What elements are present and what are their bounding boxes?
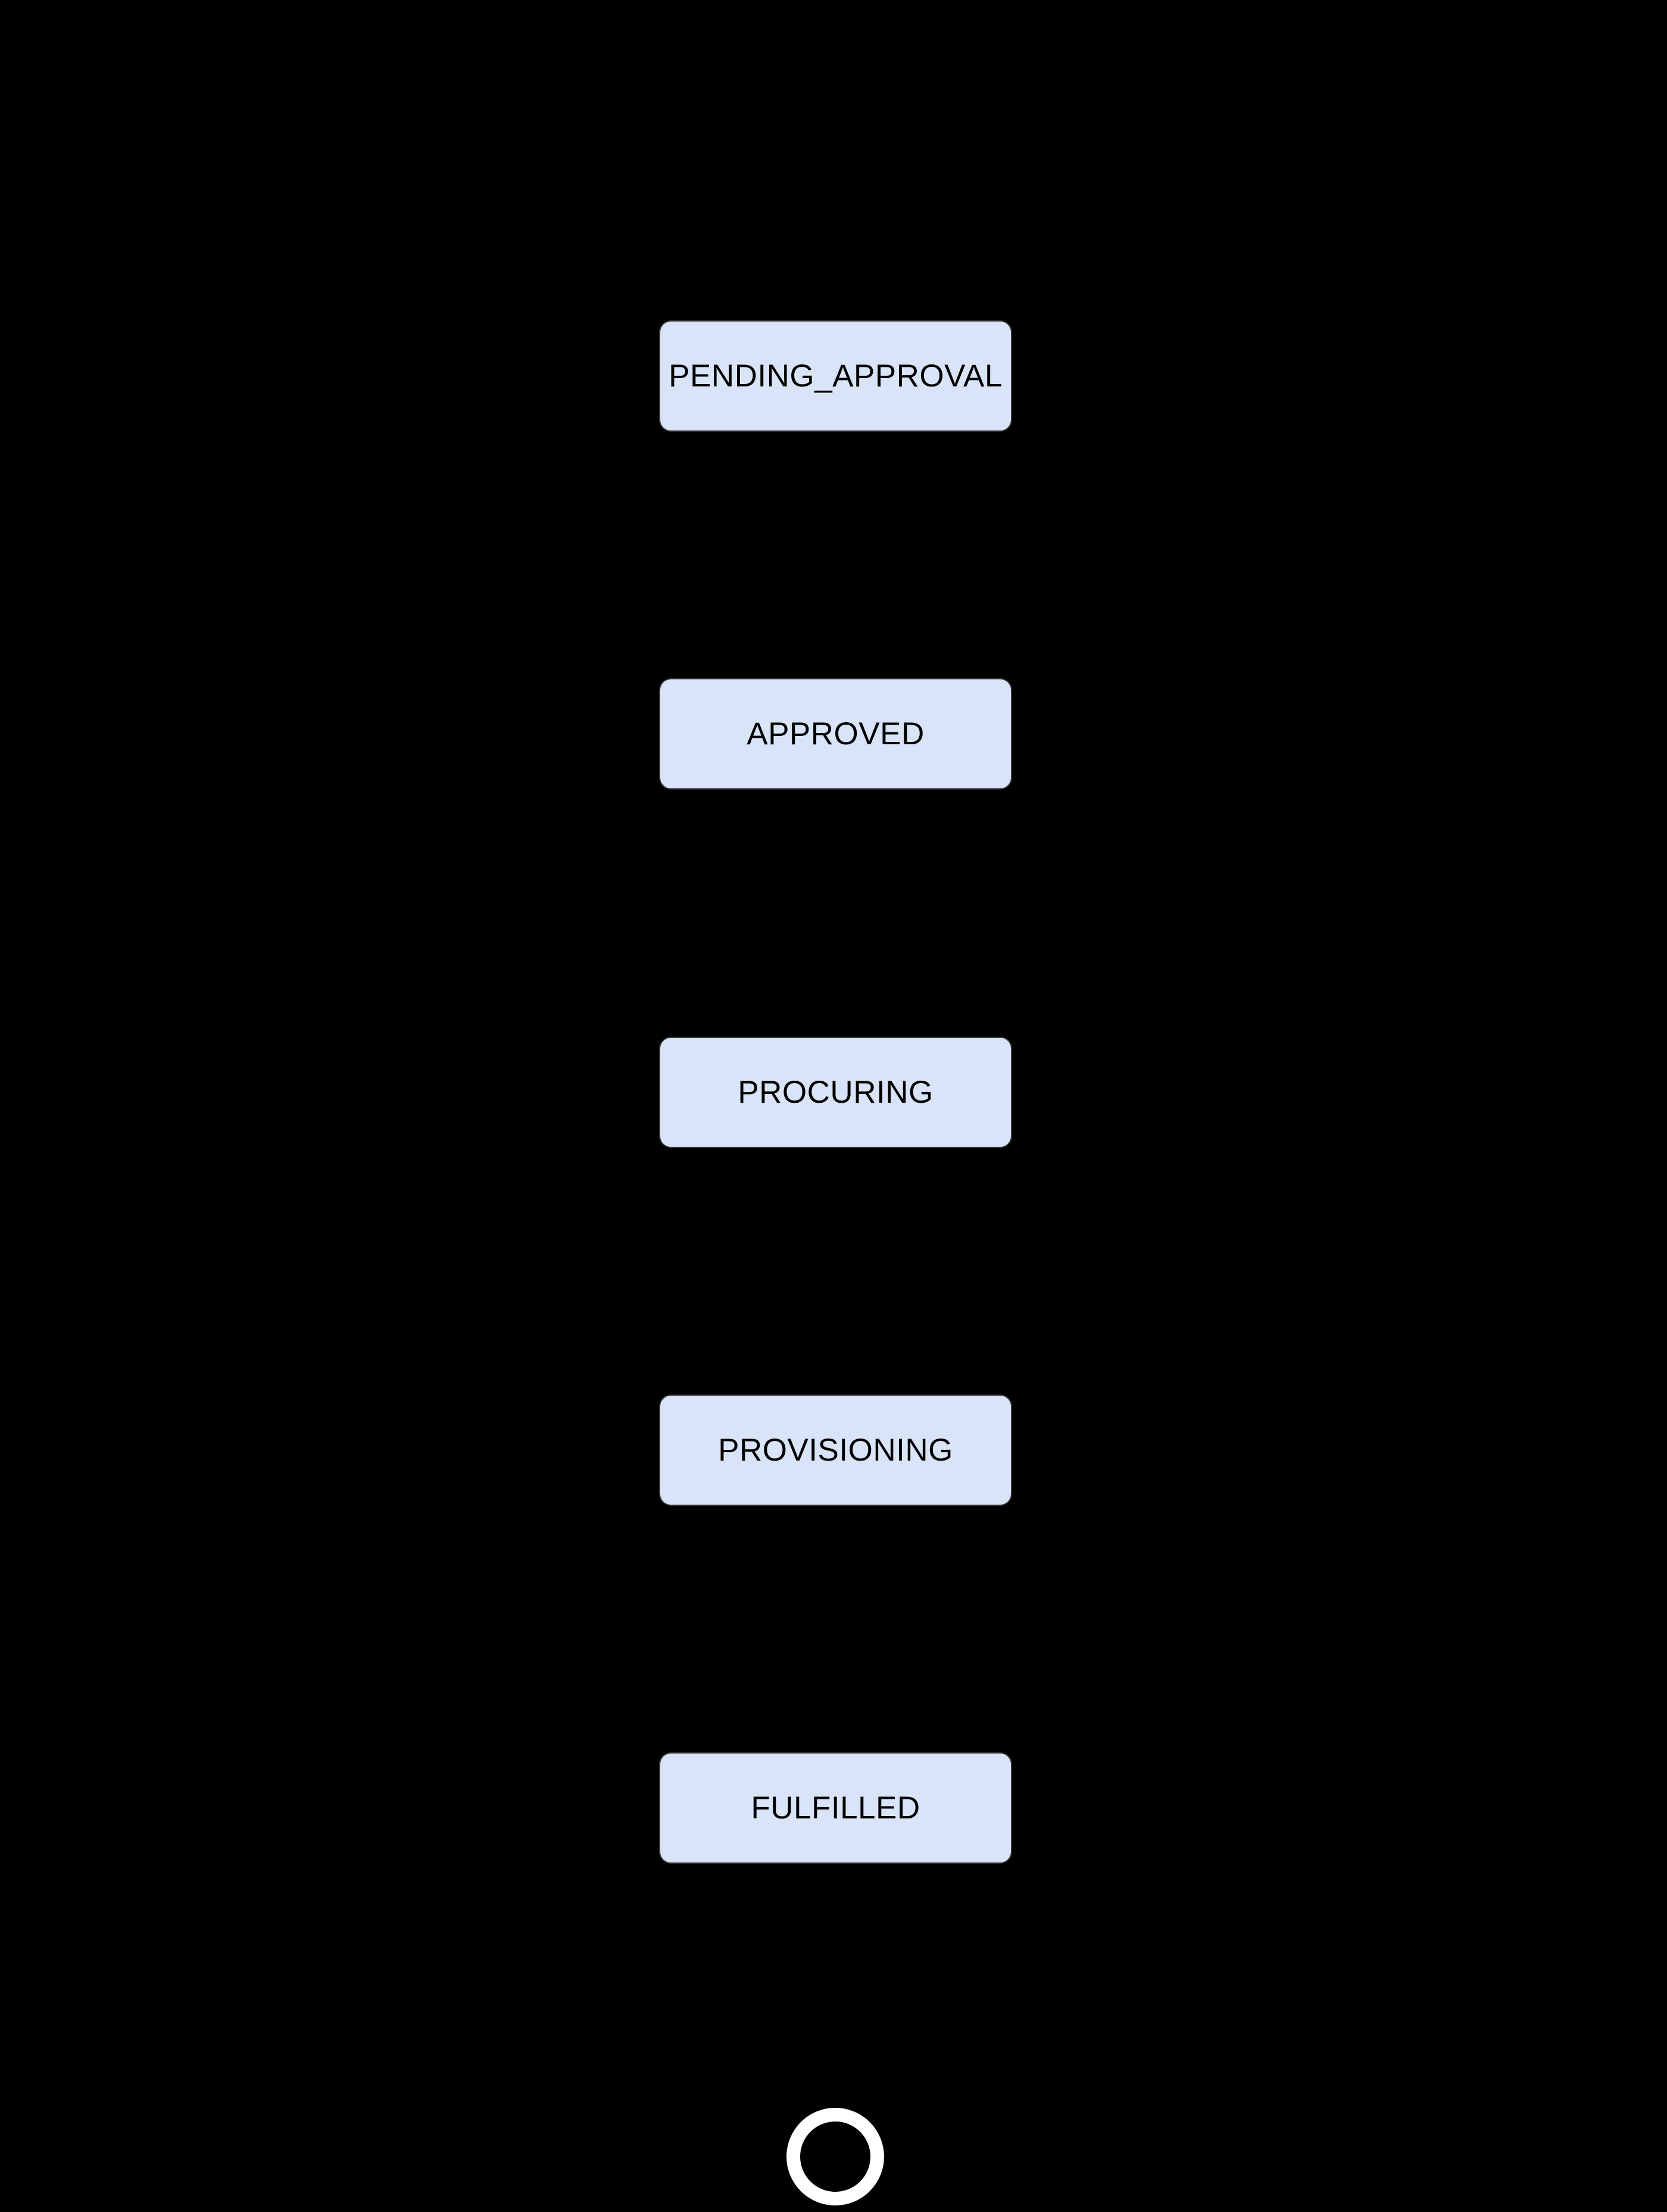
state-label-approved: APPROVED — [747, 716, 925, 751]
final-state-icon — [786, 2108, 884, 2205]
state-node-approved: APPROVED — [659, 678, 1012, 790]
state-node-provisioning: PROVISIONING — [659, 1394, 1012, 1506]
state-node-fulfilled: FULFILLED — [659, 1752, 1012, 1864]
state-label-pending-approval: PENDING_APPROVAL — [669, 358, 1003, 394]
state-label-provisioning: PROVISIONING — [718, 1433, 953, 1468]
state-node-procuring: PROCURING — [659, 1037, 1012, 1148]
state-label-fulfilled: FULFILLED — [751, 1790, 920, 1826]
state-label-procuring: PROCURING — [738, 1075, 934, 1110]
state-node-pending-approval: PENDING_APPROVAL — [659, 320, 1012, 432]
